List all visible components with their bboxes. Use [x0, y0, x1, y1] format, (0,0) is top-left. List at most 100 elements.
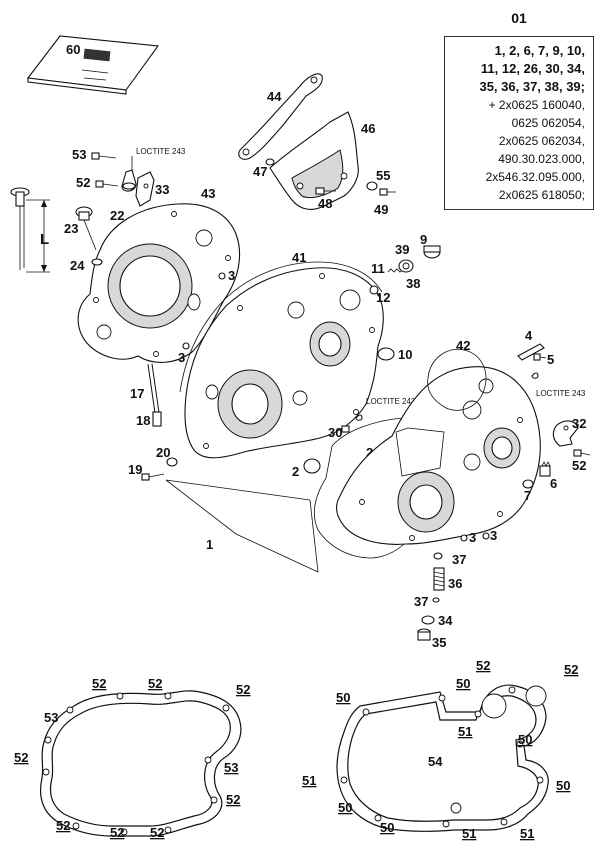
- kit-number: 01: [511, 10, 527, 26]
- kit-line: + 2x0625 160040,: [488, 98, 585, 112]
- gasket-left-callout-1: 52: [92, 676, 106, 691]
- callout-52-top: 52: [76, 175, 90, 190]
- callout-30: 30: [328, 425, 342, 440]
- gasket-left-callout-4: 53: [44, 710, 58, 725]
- callout-2: 2: [292, 464, 299, 479]
- callout-19: 19: [128, 462, 142, 477]
- crankcase-gasket: [336, 684, 549, 832]
- callout-10: 10: [398, 347, 412, 362]
- gasket-right-callout-3: 52: [476, 658, 490, 673]
- shaft-6: [539, 461, 551, 477]
- callout-12: 12: [376, 290, 390, 305]
- callout-55: 55: [376, 168, 390, 183]
- kit-line: 35, 36, 37, 38, 39;: [479, 79, 585, 94]
- callout-22: 22: [110, 208, 124, 223]
- screw-48: [315, 187, 336, 195]
- gasket-right-callout-13: 51: [520, 826, 534, 841]
- gasket-left-callout-7: 52: [226, 792, 240, 807]
- dowel-3a: [218, 272, 226, 280]
- callout-36: 36: [448, 576, 462, 591]
- screw-30: [341, 414, 363, 433]
- dipstick: [10, 187, 50, 273]
- loctite-label-1: LOCTITE 243: [136, 147, 186, 156]
- callout-17: 17: [130, 386, 144, 401]
- gasket-left-callout-2: 52: [148, 676, 162, 691]
- callout-3a: 3: [228, 268, 235, 283]
- o-ring-34: [421, 615, 435, 625]
- kit-line: 0625 062054,: [511, 116, 585, 130]
- kit-line: 2x0625 062034,: [498, 134, 585, 148]
- callout-20: 20: [156, 445, 170, 460]
- kit-line: 11, 12, 26, 30, 34,: [480, 61, 585, 76]
- gasket-right-callout-10: 50: [338, 800, 352, 815]
- callout-39: 39: [395, 242, 409, 257]
- bushing-12: [369, 285, 379, 295]
- callout-7: 7: [524, 488, 531, 503]
- bushing-47: [265, 158, 275, 166]
- callout-43: 43: [201, 186, 215, 201]
- o-ring-24: [91, 258, 103, 266]
- kit-contents-box: 1, 2, 6, 7, 9, 10, 11, 12, 26, 30, 34, 3…: [444, 36, 594, 210]
- screw-53: [91, 152, 117, 160]
- gasket-left-callout-9: 52: [110, 825, 124, 840]
- callout-53: 53: [72, 147, 86, 162]
- callout-24: 24: [70, 258, 85, 273]
- gasket-left-callout-10: 52: [150, 825, 164, 840]
- dowel-3d: [482, 532, 490, 540]
- kit-line: 1, 2, 6, 7, 9, 10,: [494, 43, 585, 58]
- washer-37a: [433, 552, 443, 560]
- callout-48: 48: [318, 196, 332, 211]
- screw-5: [533, 353, 547, 361]
- callout-9: 9: [420, 232, 427, 247]
- callout-37a: 37: [452, 552, 466, 567]
- callout-1: 1: [206, 537, 213, 552]
- gasket-ring-42: [427, 348, 487, 411]
- callout-5: 5: [547, 352, 554, 367]
- screw-19: [141, 473, 165, 481]
- callout-18: 18: [136, 413, 150, 428]
- screw-52-top: [95, 180, 119, 188]
- kit-line: 490.30.023.000,: [498, 152, 585, 166]
- callout-35: 35: [432, 635, 446, 650]
- callout-3d: 3: [490, 528, 497, 543]
- callout-3b: 3: [178, 350, 185, 365]
- callout-32: 32: [572, 416, 586, 431]
- callout-6: 6: [550, 476, 557, 491]
- bearing-9: [423, 245, 441, 259]
- guard-plate-46: [269, 111, 359, 210]
- gasket-left-callout-5: 52: [14, 750, 28, 765]
- gasket-right-callout-11: 50: [380, 820, 394, 835]
- washer-55: [366, 181, 378, 191]
- left-cover-gasket: [39, 690, 242, 837]
- callout-41: 41: [292, 250, 306, 265]
- gasket-right-callout-9: 50: [556, 778, 570, 793]
- gasket-right-callout-12: 51: [462, 826, 476, 841]
- spring-36: [433, 567, 445, 591]
- right-crankcase: [335, 366, 541, 545]
- gasket-left-callout-3: 52: [236, 682, 250, 697]
- gasket-right-callout-6: 50: [518, 732, 532, 747]
- loctite-label-2: LOCTITE 243: [366, 397, 416, 406]
- assembly-1-leader: [165, 479, 319, 573]
- gasket-right-callout-8: 51: [302, 773, 316, 788]
- callout-38: 38: [406, 276, 420, 291]
- gasket-left-callout-6: 53: [224, 760, 238, 775]
- ring-7: [522, 479, 534, 489]
- callout-42: 42: [456, 338, 470, 353]
- bracket-33: [135, 171, 155, 207]
- callout-34: 34: [438, 613, 453, 628]
- callout-60: 60: [66, 42, 80, 57]
- kit-line: 2x0625 618050;: [498, 188, 585, 202]
- bushing-10: [377, 347, 395, 361]
- callout-4: 4: [525, 328, 533, 343]
- callout-46: 46: [361, 121, 375, 136]
- callout-11: 11: [371, 261, 385, 276]
- callout-49: 49: [374, 202, 388, 217]
- left-crankcase: [179, 261, 384, 459]
- manual-booklet: [26, 35, 160, 95]
- oil-plug-23: [75, 206, 97, 251]
- dimension-L: L: [40, 231, 49, 248]
- gasket-right-callout-1: 50: [336, 690, 350, 705]
- gasket-right-callout-2: 50: [456, 676, 470, 691]
